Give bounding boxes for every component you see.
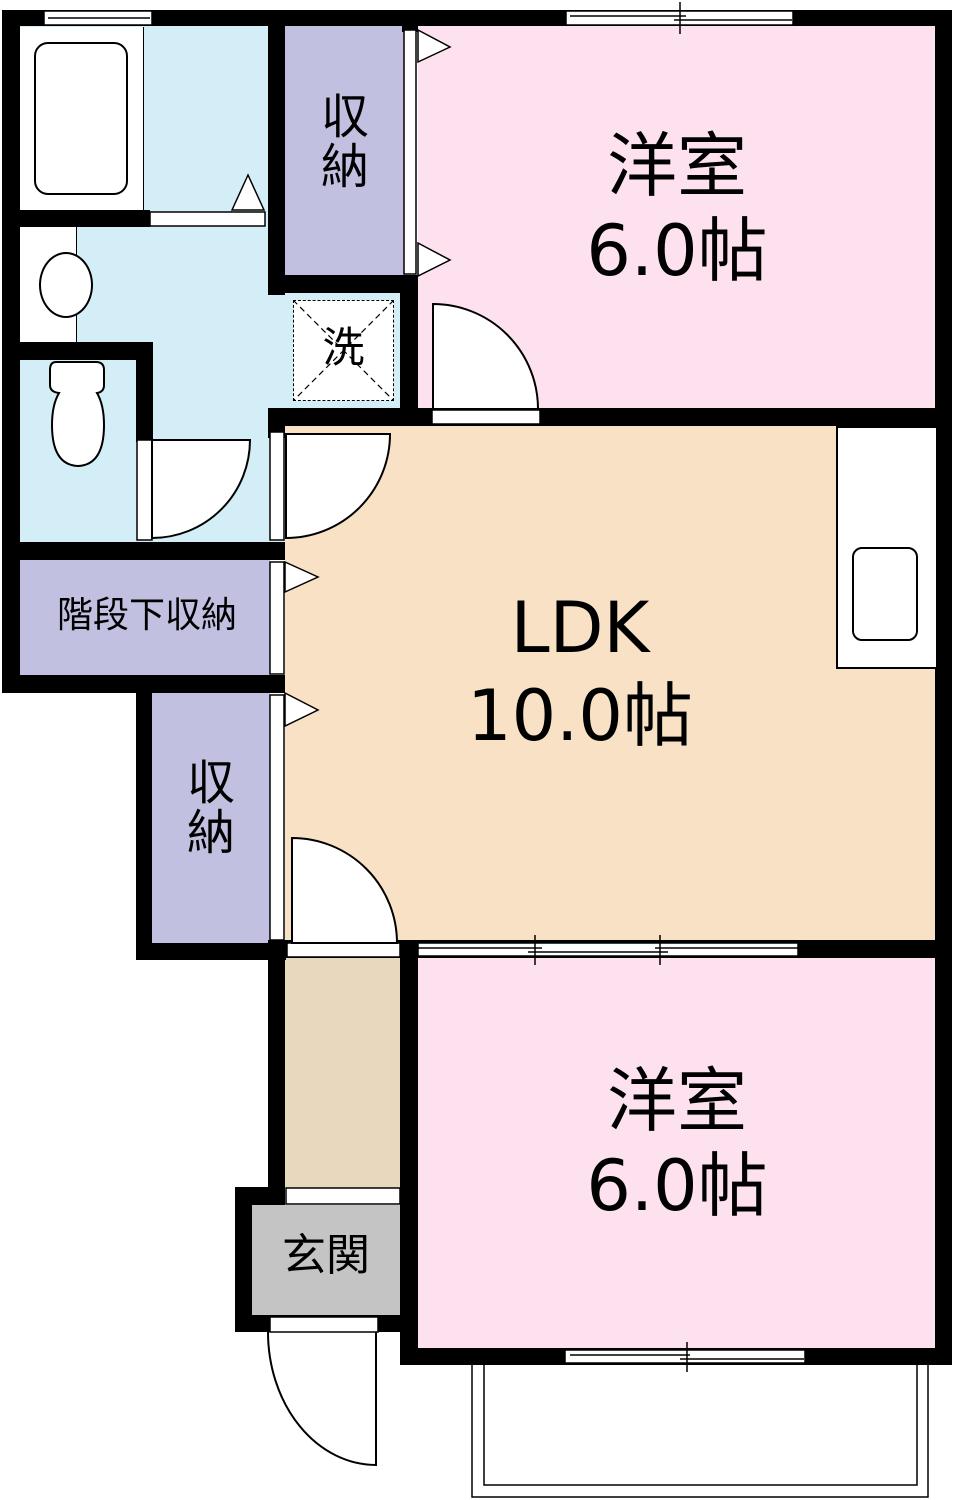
entrance-room (250, 1205, 400, 1315)
storage-mid-label: 収 納 (186, 755, 235, 862)
ldk-name: LDK (510, 587, 650, 669)
entrance-label: 玄関 (282, 1230, 370, 1281)
hall (285, 958, 400, 1188)
kitchen-sink-icon (852, 547, 918, 641)
understair-storage-label: 階段下収納 (56, 595, 237, 636)
understair-storage (18, 560, 270, 675)
storage-top (285, 25, 405, 275)
laundry-label: 洗 (322, 323, 365, 372)
washing-machine-space-icon (293, 300, 394, 401)
western-top-name: 洋室 (607, 125, 747, 207)
western-bottom-name: 洋室 (607, 1060, 747, 1142)
bathtub-icon (34, 42, 128, 195)
western-top-size: 6.0帖 (586, 210, 768, 292)
washbasin-icon (39, 252, 93, 318)
western-bottom-size: 6.0帖 (586, 1145, 768, 1227)
storage-top-label: 収 納 (320, 89, 369, 196)
ldk-room (285, 425, 936, 943)
western-room-bottom (418, 958, 936, 1348)
storage-mid (152, 693, 270, 943)
ldk-size: 10.0帖 (467, 675, 693, 757)
